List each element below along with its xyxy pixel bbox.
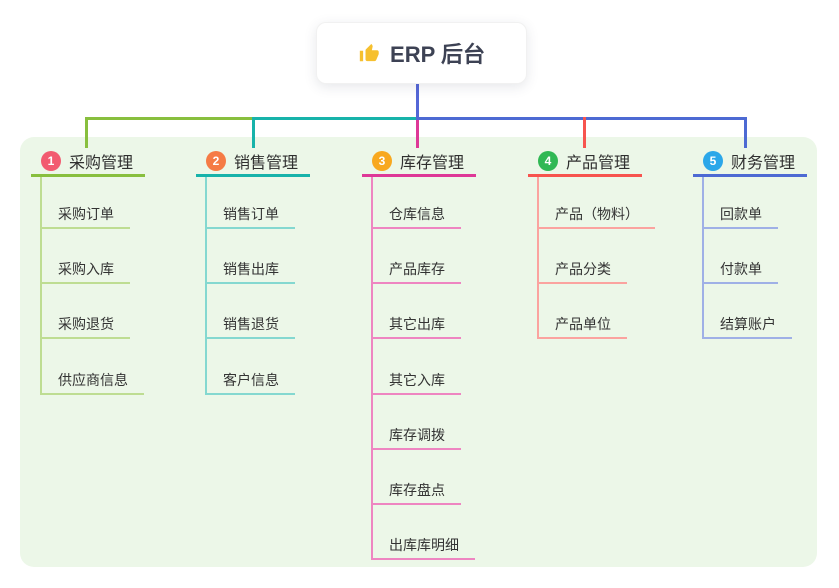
branch-3: 3 库存管理仓库信息产品库存其它出库其它入库库存调拨库存盘点出库库明细 [362,148,476,561]
branch-heading-label: 销售管理 [234,155,299,172]
branch-5-child-connector [702,177,704,340]
branch-4-child-connector [537,177,539,340]
subtopic-node[interactable]: 结算账户 [702,311,792,339]
drop-connector-4 [583,117,586,148]
branch-3-heading[interactable]: 3 库存管理 [362,148,476,177]
subtopic-node[interactable]: 供应商信息 [40,367,144,395]
subtopic-node[interactable]: 其它出库 [371,311,461,339]
subtopic-node[interactable]: 采购退货 [40,311,130,339]
branch-4-heading[interactable]: 4 产品管理 [528,148,642,177]
root-node-erp[interactable]: ERP 后台 [316,22,527,84]
bus-segment-3 [416,117,747,120]
branch-1-child-connector [40,177,42,395]
subtopic-node[interactable]: 客户信息 [205,367,295,395]
drop-connector-1 [85,117,88,148]
branch-number-badge: 4 [538,151,558,171]
bus-segment-1 [85,117,255,120]
subtopic-node[interactable]: 出库库明细 [371,532,475,560]
drop-connector-5 [744,117,747,148]
branch-heading-label: 产品管理 [566,155,631,172]
branch-number-badge: 2 [206,151,226,171]
branch-2-heading[interactable]: 2 销售管理 [196,148,310,177]
subtopic-node[interactable]: 其它入库 [371,367,461,395]
subtopic-node[interactable]: 采购入库 [40,256,130,284]
subtopic-node[interactable]: 销售出库 [205,256,295,284]
subtopic-node[interactable]: 销售退货 [205,311,295,339]
branch-4: 4 产品管理产品（物料） 产品分类产品单位 [528,148,655,340]
subtopic-node[interactable]: 采购订单 [40,201,130,229]
drop-connector-2 [252,117,255,148]
subtopic-node[interactable]: 产品（物料） [537,201,655,229]
branches-background-panel [20,137,817,567]
branch-2-child-connector [205,177,207,395]
branch-1: 1 采购管理采购订单采购入库采购退货供应商信息 [31,148,145,395]
branch-heading-label: 采购管理 [69,155,134,172]
branch-3-child-connector [371,177,373,561]
branch-number-badge: 5 [703,151,723,171]
subtopic-node[interactable]: 仓库信息 [371,201,461,229]
subtopic-node[interactable]: 销售订单 [205,201,295,229]
drop-connector-3 [416,117,419,148]
branch-1-heading[interactable]: 1 采购管理 [31,148,145,177]
subtopic-node[interactable]: 产品单位 [537,311,627,339]
branch-5-heading[interactable]: 5 财务管理 [693,148,807,177]
branch-heading-label: 库存管理 [400,155,465,172]
branch-5: 5 财务管理回款单付款单结算账户 [693,148,807,340]
subtopic-node[interactable]: 库存调拨 [371,422,461,450]
subtopic-node[interactable]: 回款单 [702,201,778,229]
subtopic-node[interactable]: 付款单 [702,256,778,284]
subtopic-node[interactable]: 产品库存 [371,256,461,284]
branch-heading-label: 财务管理 [731,155,796,172]
bus-segment-2 [252,117,416,120]
branch-number-badge: 3 [372,151,392,171]
subtopic-node[interactable]: 库存盘点 [371,477,461,505]
branch-2: 2 销售管理销售订单销售出库销售退货客户信息 [196,148,310,395]
thumbs-up-icon [358,42,380,64]
branch-number-badge: 1 [41,151,61,171]
root-connector [416,82,419,120]
subtopic-node[interactable]: 产品分类 [537,256,627,284]
root-label: ERP 后台 [390,42,485,67]
